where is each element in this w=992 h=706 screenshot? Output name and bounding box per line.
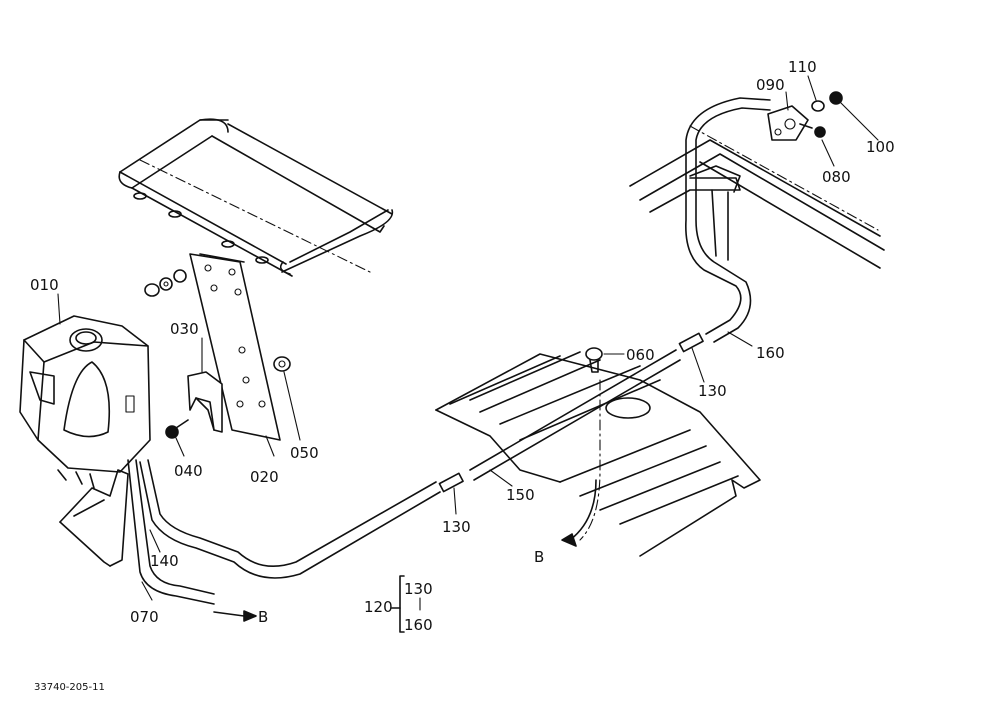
screw-080: [799, 123, 826, 138]
tank-clamp: [187, 371, 223, 433]
floor-plate: [435, 351, 761, 557]
bracket-plate: [189, 253, 281, 441]
grommet-060: [585, 347, 603, 373]
label-010: 010: [30, 276, 59, 294]
label-b-right: B: [534, 548, 544, 566]
clip-090: [767, 105, 809, 141]
label-030: 030: [170, 320, 199, 338]
label-080: 080: [822, 168, 851, 186]
tank-bracket: [59, 469, 129, 567]
washer-set: [144, 269, 187, 297]
label-090: 090: [756, 76, 785, 94]
hose-140: [139, 459, 441, 579]
drawing-number: 33740-205-11: [34, 682, 105, 693]
label-070: 070: [130, 608, 159, 626]
joint-130-lower: [438, 472, 464, 493]
washer-110: [811, 100, 825, 112]
assembly-bracket-120: [391, 575, 421, 633]
label-120: 120: [364, 598, 393, 616]
cab-frame: [629, 125, 885, 269]
hose-160: [685, 97, 771, 343]
reservoir-tank: [19, 315, 151, 489]
b-arrow-left: [213, 610, 257, 622]
label-060: 060: [626, 346, 655, 364]
label-130-lower: 130: [442, 518, 471, 536]
hose-070: [127, 459, 215, 605]
label-130-group: 130: [404, 580, 433, 598]
label-050: 050: [290, 444, 319, 462]
radiator-frame: [118, 118, 394, 277]
leader-lines: [57, 75, 879, 601]
bolt-100: [829, 91, 843, 105]
nut-050: [273, 356, 291, 372]
label-020: 020: [250, 468, 279, 486]
label-130-upper: 130: [698, 382, 727, 400]
bolt-040: [165, 419, 189, 439]
label-160-upper: 160: [756, 344, 785, 362]
label-140: 140: [150, 552, 179, 570]
hose-150: [469, 349, 681, 481]
label-b-left: B: [258, 608, 268, 626]
label-160-group: 160: [404, 616, 433, 634]
label-110: 110: [788, 58, 817, 76]
joint-130-upper: [678, 332, 704, 353]
label-100: 100: [866, 138, 895, 156]
label-040: 040: [174, 462, 203, 480]
label-150: 150: [506, 486, 535, 504]
b-arrow-right: [561, 479, 597, 547]
